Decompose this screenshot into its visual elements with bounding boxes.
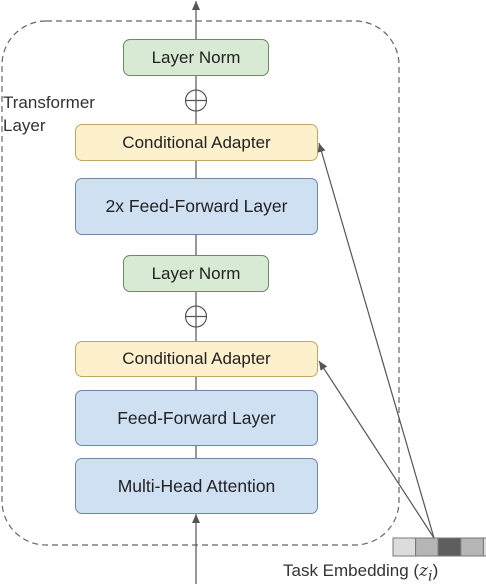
- multi-head-attention: Multi-Head Attention: [75, 458, 318, 514]
- task-embedding-vector: [392, 537, 486, 557]
- layer-norm-middle: Layer Norm: [123, 255, 269, 292]
- feed-forward-layer: Feed-Forward Layer: [75, 390, 318, 446]
- task-embedding-close-paren: ): [432, 561, 439, 580]
- conditional-adapter-top: Conditional Adapter: [75, 124, 318, 161]
- conditional-adapter-bottom: Conditional Adapter: [75, 341, 318, 377]
- residual-add-icon-top: [184, 89, 208, 112]
- task-embedding-symbol: z: [419, 561, 429, 581]
- task-embedding-label-text: Task Embedding (: [283, 561, 420, 580]
- residual-add-icon-bottom: [184, 305, 208, 328]
- layer-norm-top: Layer Norm: [123, 39, 269, 76]
- embedding-cell: [482, 537, 486, 557]
- transformer-layer-boundary: [1, 20, 400, 546]
- transformer-label-line2: Layer: [3, 116, 46, 135]
- task-embedding-arrow-bottom-adapter: [318, 360, 435, 539]
- embedding-cell: [415, 537, 439, 557]
- task-embedding-arrow-top-adapter: [317, 142, 435, 539]
- feed-forward-2x-layer: 2x Feed-Forward Layer: [75, 178, 318, 235]
- embedding-cell: [460, 537, 484, 557]
- task-embedding-subscript: i: [428, 568, 433, 585]
- embedding-cell: [392, 537, 417, 557]
- transformer-label-line1: Transformer: [3, 93, 95, 112]
- task-embedding-label: Task Embedding (zi): [283, 560, 438, 587]
- embedding-cell: [437, 537, 462, 557]
- transformer-layer-label: Transformer Layer: [3, 91, 95, 137]
